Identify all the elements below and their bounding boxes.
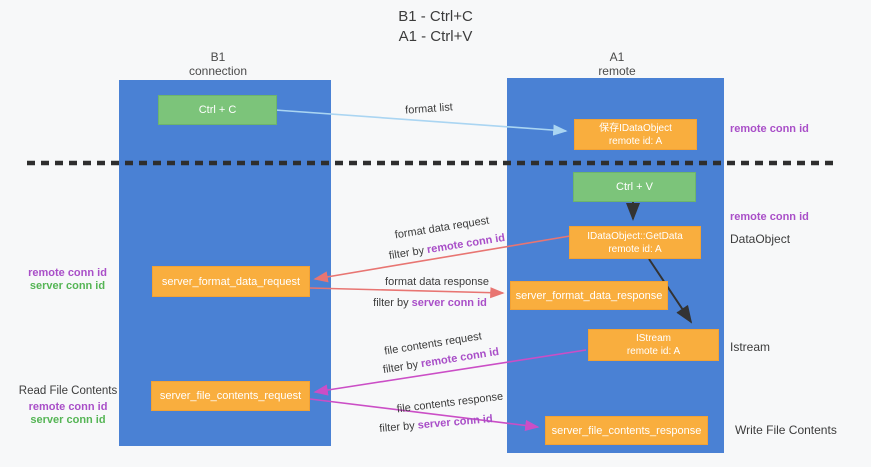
lane-header-b1: B1 connection	[153, 50, 283, 78]
label-format-data-response: format data response	[385, 276, 489, 288]
title-line-2: A1 - Ctrl+V	[398, 28, 473, 45]
annotation-read-file-contents-group: Read File Contents remote conn id server…	[16, 385, 120, 427]
annotation-istream: Istream	[730, 340, 771, 354]
node-server-format-data-request: server_format_data_request	[152, 266, 310, 297]
filter-by-text: filter by	[373, 297, 409, 309]
node-istream: IStream remote id: A	[588, 329, 719, 361]
server-conn-id-text: server conn id	[417, 413, 494, 432]
annotation-read-file-contents: Read File Contents	[18, 385, 118, 397]
server-format-data-response-label: server_format_data_response	[515, 289, 663, 302]
annotation-remote-conn-id: remote conn id	[28, 267, 107, 279]
lane-b1-name: B1	[210, 50, 226, 64]
save-idataobject-remote-id: remote id: A	[608, 135, 663, 147]
label-file-contents-response: file contents response	[396, 390, 504, 416]
arrow-format-data-response	[309, 287, 505, 299]
remote-conn-id-text: remote conn id	[426, 231, 506, 257]
lane-header-a1: A1 remote	[557, 50, 677, 78]
title-line-1: B1 - Ctrl+C	[398, 8, 473, 25]
filter-by-text: filter by	[382, 358, 420, 377]
node-server-file-contents-request: server_file_contents_request	[151, 381, 310, 411]
ctrl-c-label: Ctrl + C	[198, 104, 237, 116]
annotation-remote-conn-id: remote conn id	[730, 211, 809, 223]
node-save-idataobject: 保存IDataObject remote id: A	[574, 119, 697, 150]
ctrl-v-label: Ctrl + V	[616, 181, 653, 193]
node-server-file-contents-response: server_file_contents_response	[545, 416, 708, 445]
annotation-server-conn-id: server conn id	[29, 280, 106, 292]
save-idataobject-title: 保存IDataObject	[599, 122, 672, 134]
annotation-remote-conn-id: remote conn id	[28, 401, 108, 413]
annotation-conn-ids: remote conn id server conn id	[20, 267, 115, 293]
annotation-dataobject: DataObject	[730, 232, 791, 246]
label-filter-by-server-conn-id: filter by server conn id	[373, 297, 487, 309]
label-format-list: format list	[404, 101, 454, 117]
getdata-title: IDataObject::GetData	[587, 230, 683, 242]
server-file-contents-response-label: server_file_contents_response	[551, 424, 702, 437]
label-filter-by-server-conn-id: filter by server conn id	[379, 413, 493, 435]
lane-a1-name: A1	[609, 50, 625, 64]
server-conn-id-text: server conn id	[411, 297, 487, 309]
lane-a1-subtitle: remote	[598, 64, 636, 78]
server-format-data-request-label: server_format_data_request	[161, 275, 301, 288]
node-ctrl-c: Ctrl + C	[158, 95, 277, 125]
filter-by-text: filter by	[388, 244, 426, 263]
node-server-format-data-response: server_format_data_response	[510, 281, 668, 310]
istream-remote-id: remote id: A	[626, 346, 681, 357]
server-file-contents-request-label: server_file_contents_request	[159, 390, 302, 402]
getdata-remote-id: remote id: A	[608, 243, 662, 255]
filter-by-text: filter by	[378, 419, 416, 435]
annotation-write-file-contents: Write File Contents	[735, 423, 837, 437]
annotation-server-conn-id: server conn id	[30, 414, 106, 426]
node-ctrl-v: Ctrl + V	[573, 172, 696, 202]
annotation-remote-conn-id: remote conn id	[730, 123, 809, 135]
istream-title: IStream	[635, 333, 671, 344]
lane-b1-subtitle: connection	[188, 64, 248, 78]
node-idataobject-getdata: IDataObject::GetData remote id: A	[569, 226, 701, 259]
diagram-title: B1 - Ctrl+C A1 - Ctrl+V	[0, 7, 871, 47]
